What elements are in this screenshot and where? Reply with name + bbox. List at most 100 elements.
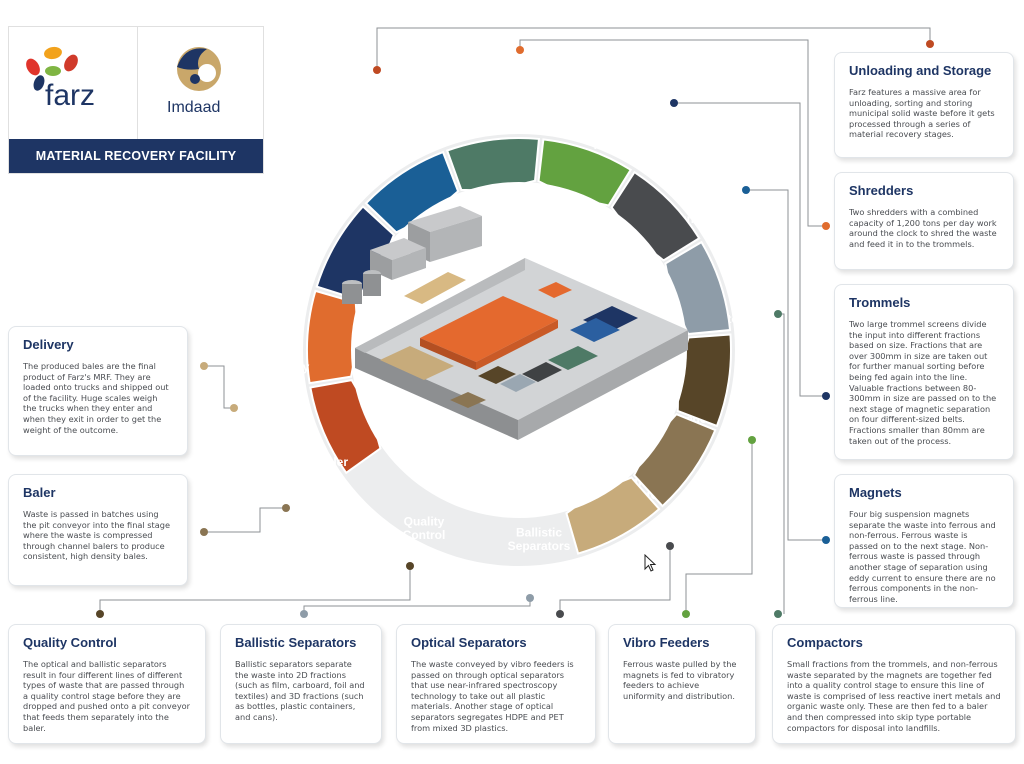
card-vibro-feeders: Vibro Feeders Ferrous waste pulled by th… bbox=[608, 624, 756, 744]
delivery-area bbox=[380, 346, 454, 380]
connector-dots bbox=[96, 40, 934, 618]
connector-unloading bbox=[376, 27, 931, 70]
segment-label-line: Shredders bbox=[489, 99, 549, 113]
card-text: Waste is passed in batches using the pit… bbox=[23, 509, 171, 562]
silo-body-2 bbox=[363, 274, 381, 296]
connector-dot-baler-card bbox=[200, 528, 208, 536]
card-title: Unloading and Storage bbox=[849, 63, 992, 78]
connector-dot-optical-card bbox=[556, 610, 564, 618]
connector-optical bbox=[559, 546, 671, 614]
segment-label-line: Quality bbox=[404, 514, 445, 528]
segment-label-line: Control bbox=[403, 528, 446, 542]
farz-wordmark: farz bbox=[45, 79, 96, 112]
connector-dot-optical-segment bbox=[666, 542, 674, 550]
connector-dot-ballistic-card bbox=[300, 610, 308, 618]
shredding-area-side bbox=[420, 338, 476, 370]
card-title: Ballistic Separators bbox=[235, 635, 357, 650]
connector-dot-baler-segment bbox=[282, 504, 290, 512]
silo-body bbox=[342, 284, 362, 304]
connector-dot-compactors-card bbox=[774, 610, 782, 618]
card-text: Small fractions from the trommels, and n… bbox=[787, 659, 1001, 733]
connector-magnets bbox=[746, 189, 826, 541]
card-magnets: Magnets Four big suspension magnets sepa… bbox=[834, 474, 1014, 608]
quality-units bbox=[478, 366, 516, 384]
connector-dot-unloading-segment bbox=[373, 66, 381, 74]
connector-dot-trommels-segment bbox=[670, 99, 678, 107]
card-text: The produced bales are the final product… bbox=[23, 361, 169, 435]
card-title: Magnets bbox=[849, 485, 902, 500]
baler-unit bbox=[450, 392, 486, 408]
connector-dot-quality-card bbox=[96, 610, 104, 618]
segment-label-line: Ballistic bbox=[516, 525, 562, 539]
segment-label-line: Storage bbox=[386, 135, 431, 149]
connector-dot-magnets-segment bbox=[742, 186, 750, 194]
connector-dot-delivery-segment bbox=[230, 404, 238, 412]
connector-dot-vibro-segment bbox=[748, 436, 756, 444]
card-text: Four big suspension magnets separate the… bbox=[849, 509, 996, 604]
segment-label-delivery: Delivery bbox=[263, 360, 310, 374]
card-text: The optical and ballistic separators res… bbox=[23, 659, 191, 733]
segment-label-line: Delivery bbox=[263, 360, 310, 374]
card-shredders: Shredders Two shredders with a combined … bbox=[834, 172, 1014, 270]
connector-dot-unloading-card bbox=[926, 40, 934, 48]
card-title: Trommels bbox=[849, 295, 911, 310]
imdaad-wordmark: Imdaad bbox=[167, 99, 221, 116]
imdaad-logo-icon bbox=[177, 47, 221, 91]
compactor-units bbox=[548, 346, 598, 370]
card-title: Compactors bbox=[787, 635, 863, 650]
connector-dot-quality-segment bbox=[406, 562, 414, 570]
farz-logo-icon bbox=[26, 46, 78, 91]
connector-shredders bbox=[519, 39, 826, 227]
connector-baler bbox=[204, 507, 286, 533]
card-text: Farz features a massive area for unloadi… bbox=[849, 87, 995, 140]
shredding-area-side-right bbox=[476, 320, 558, 370]
card-ballistic-separators: Ballistic Separators Ballistic separator… bbox=[220, 624, 382, 744]
storage-building-top bbox=[408, 206, 482, 232]
connector-dot-magnets-card bbox=[822, 536, 830, 544]
card-title: Shredders bbox=[849, 183, 914, 198]
segment-label-line: Baler bbox=[318, 455, 348, 469]
connector-dot-delivery-card bbox=[200, 362, 208, 370]
storage-pallets bbox=[404, 272, 466, 304]
connector-vibro bbox=[685, 440, 753, 614]
card-text: Ferrous waste pulled by the magnets is f… bbox=[623, 659, 737, 701]
card-compactors: Compactors Small fractions from the trom… bbox=[772, 624, 1016, 744]
segment-label-line: and bbox=[397, 121, 418, 135]
plant-wall-front-left bbox=[355, 348, 518, 440]
segment-label-baler: Baler bbox=[318, 455, 348, 469]
connector-quality bbox=[99, 566, 411, 614]
small-building-top bbox=[370, 238, 426, 260]
segment-label-line: Unloading bbox=[379, 108, 438, 122]
connector-delivery bbox=[204, 365, 234, 409]
unloading-bay bbox=[538, 282, 572, 298]
card-trommels: Trommels Two large trommel screens divid… bbox=[834, 284, 1014, 460]
card-text: The waste conveyed by vibro feeders is p… bbox=[411, 659, 574, 733]
card-title: Vibro Feeders bbox=[623, 635, 710, 650]
facility-illustration bbox=[342, 206, 688, 440]
connector-dot-ballistic-segment bbox=[526, 594, 534, 602]
connector-dot-trommels-card bbox=[822, 392, 830, 400]
card-optical-separators: Optical Separators The waste conveyed by… bbox=[396, 624, 596, 744]
segment-label-line: Separators bbox=[508, 539, 571, 553]
card-title: Quality Control bbox=[23, 635, 117, 650]
small-building-right bbox=[392, 248, 426, 280]
connector-dot-shredders-card bbox=[822, 222, 830, 230]
card-text: Two shredders with a combined capacity o… bbox=[849, 207, 997, 249]
shredding-area bbox=[420, 296, 558, 362]
card-baler: Baler Waste is passed in batches using t… bbox=[8, 474, 188, 586]
card-text: Ballistic separators separate the waste … bbox=[235, 659, 365, 722]
connector-compactors bbox=[778, 313, 785, 614]
card-text: Two large trommel screens divide the inp… bbox=[849, 319, 997, 446]
ballistic-units bbox=[500, 374, 536, 392]
card-quality-control: Quality Control The optical and ballisti… bbox=[8, 624, 206, 744]
segment-label-shredders: Shredders bbox=[489, 99, 549, 113]
card-title: Baler bbox=[23, 485, 56, 500]
optical-units bbox=[522, 362, 562, 382]
facility-title: MATERIAL RECOVERY FACILITY bbox=[9, 139, 263, 173]
